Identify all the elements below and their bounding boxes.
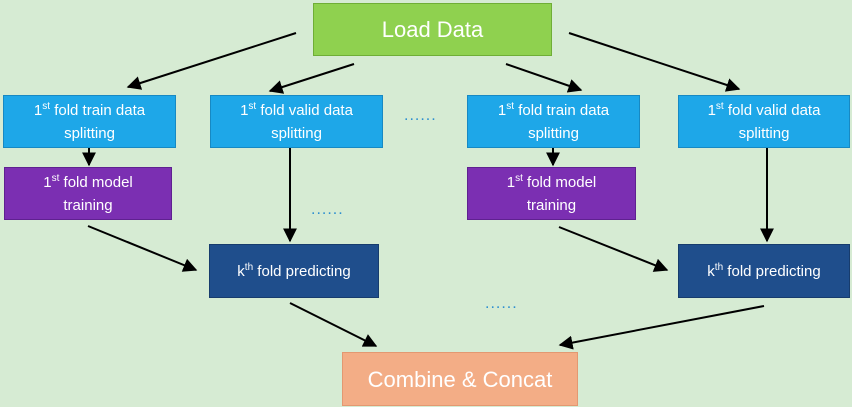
train-split-1-line1: 1st fold train data [33,100,146,119]
arrow-training-1-to-predict [87,225,198,272]
arrow-load-to-train-split-1 [126,32,297,90]
training-2-line2: training [526,196,577,214]
valid-split-2-line1: 1st fold valid data [707,100,821,119]
valid-split-1-line2: splitting [271,124,322,142]
valid-split-1-line1: 1st fold valid data [240,100,353,119]
load-data-label: Load Data [381,17,484,42]
arrow-load-to-valid-split-2 [568,32,741,92]
train-split-2-line2: splitting [528,124,579,142]
train-split-1-line2: splitting [64,124,115,142]
training-1-line2: training [63,196,113,214]
arrow-predict-1-to-combine [289,302,378,347]
train-split-2-line1: 1st fold train data [497,100,610,119]
arrow-load-to-train-split-2 [505,63,583,93]
model-training-box-1: 1st fold model training [4,167,172,220]
predicting-1-label: kth fold predicting [237,261,351,280]
train-split-box-1: 1st fold train data splitting [3,95,176,148]
valid-split-2-line2: splitting [738,124,790,142]
model-training-box-2: 1st fold model training [467,167,636,220]
arrow-training-2-to-predict [558,226,669,272]
valid-split-box-1: 1st fold valid data splitting [210,95,383,148]
valid-split-box-2: 1st fold valid data splitting [678,95,850,148]
ellipsis-bottom: ...... [485,295,518,312]
combine-concat-label: Combine & Concat [367,366,553,392]
arrow-predict-2-to-combine [558,305,765,350]
ellipsis-middle: ...... [311,201,344,218]
ellipsis-top: ...... [404,107,437,124]
predicting-2-label: kth fold predicting [707,261,821,280]
train-split-box-2: 1st fold train data splitting [467,95,640,148]
training-1-line1: 1st fold model [43,172,133,191]
arrow-load-to-valid-split-1 [268,63,355,94]
load-data-box: Load Data [313,3,552,56]
combine-concat-box: Combine & Concat [342,352,578,406]
training-2-line1: 1st fold model [506,172,597,191]
predicting-box-2: kth fold predicting [678,244,850,298]
predicting-box-1: kth fold predicting [209,244,379,298]
